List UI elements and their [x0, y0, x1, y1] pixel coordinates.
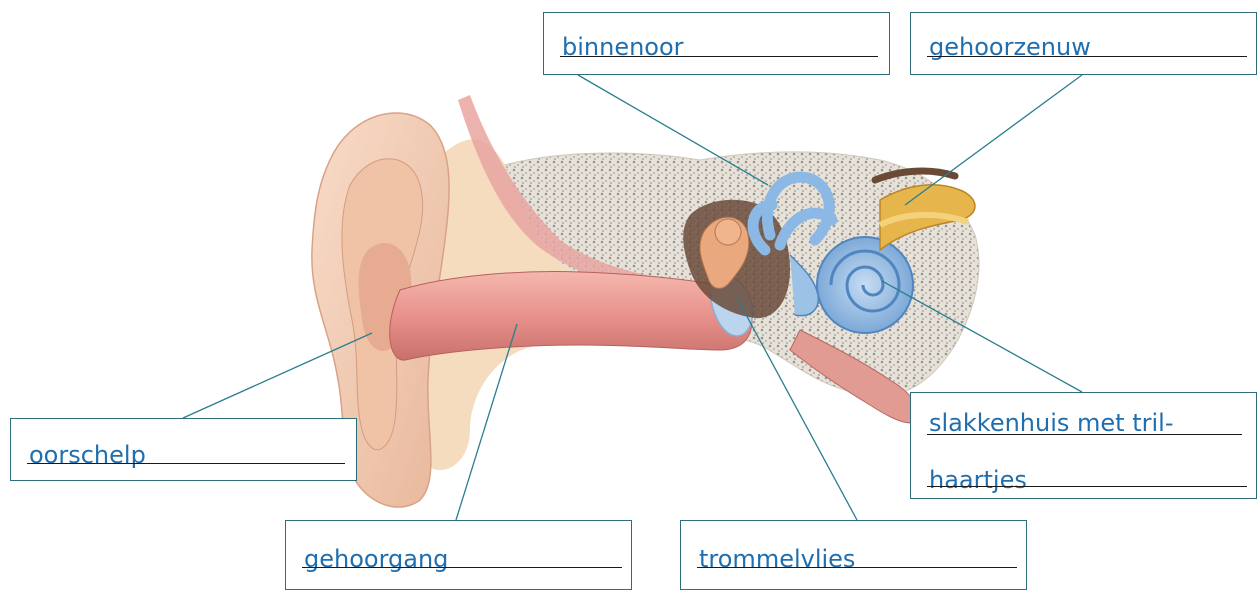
answer-line-binnenoor[interactable] [560, 56, 878, 57]
answer-line-slakkenhuis-2[interactable] [927, 486, 1247, 487]
label-box-gehoorgang: gehoorgang [285, 520, 632, 590]
answer-line-trommelvlies[interactable] [697, 567, 1017, 568]
label-slakkenhuis-line1: slakkenhuis met tril- [929, 411, 1173, 435]
answer-line-oorschelp[interactable] [27, 463, 345, 464]
label-box-gehoorzenuw: gehoorzenuw [910, 12, 1257, 75]
ossicle-head [715, 219, 741, 245]
label-slakkenhuis-line2: haartjes [929, 468, 1027, 492]
label-box-trommelvlies: trommelvlies [680, 520, 1027, 590]
label-box-oorschelp: oorschelp [10, 418, 357, 481]
ear-anatomy-illustration [312, 95, 979, 507]
label-box-slakkenhuis: slakkenhuis met tril- haartjes [910, 392, 1257, 499]
answer-line-gehoorgang[interactable] [302, 567, 622, 568]
label-box-binnenoor: binnenoor [543, 12, 890, 75]
answer-line-gehoorzenuw[interactable] [927, 56, 1247, 57]
answer-line-slakkenhuis-1[interactable] [927, 434, 1242, 435]
leader-gehoorzenuw [905, 75, 1082, 205]
